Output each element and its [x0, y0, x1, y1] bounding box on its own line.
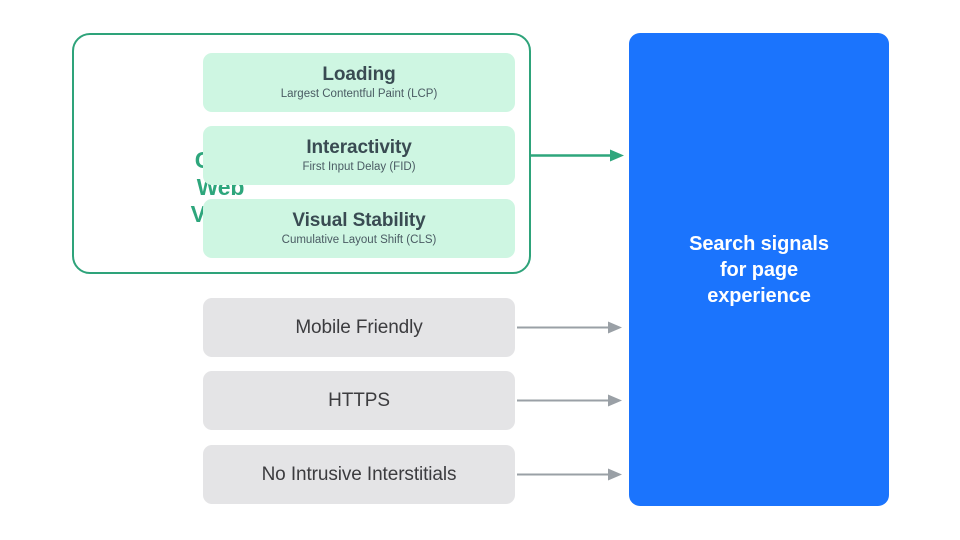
signal-card-https[interactable]: HTTPS: [203, 371, 515, 430]
metric-title: Visual Stability: [292, 209, 426, 231]
signal-card-label: No Intrusive Interstitials: [261, 463, 457, 485]
arrow-https-to-destination: [517, 394, 622, 407]
metric-subtitle: First Input Delay (FID): [302, 160, 416, 173]
metric-subtitle: Cumulative Layout Shift (CLS): [281, 233, 437, 246]
search-signals-panel: Search signals for page experience: [629, 33, 889, 506]
metric-card-visual-stability[interactable]: Visual Stability Cumulative Layout Shift…: [203, 199, 515, 258]
signal-card-label: HTTPS: [328, 389, 390, 411]
signal-card-label: Mobile Friendly: [295, 316, 423, 338]
metric-card-interactivity[interactable]: Interactivity First Input Delay (FID): [203, 126, 515, 185]
search-signals-panel-text: Search signals for page experience: [689, 232, 829, 307]
metric-title: Loading: [322, 63, 396, 85]
signal-card-no-intrusive-interstitials[interactable]: No Intrusive Interstitials: [203, 445, 515, 504]
arrow-core-web-vitals-to-destination: [531, 149, 624, 162]
metric-card-loading[interactable]: Loading Largest Contentful Paint (LCP): [203, 53, 515, 112]
signal-card-mobile-friendly[interactable]: Mobile Friendly: [203, 298, 515, 357]
arrow-mobile-friendly-to-destination: [517, 321, 622, 334]
arrow-no-intrusive-interstitials-to-destination: [517, 468, 622, 481]
metric-title: Interactivity: [306, 136, 412, 158]
metric-subtitle: Largest Contentful Paint (LCP): [280, 87, 438, 100]
